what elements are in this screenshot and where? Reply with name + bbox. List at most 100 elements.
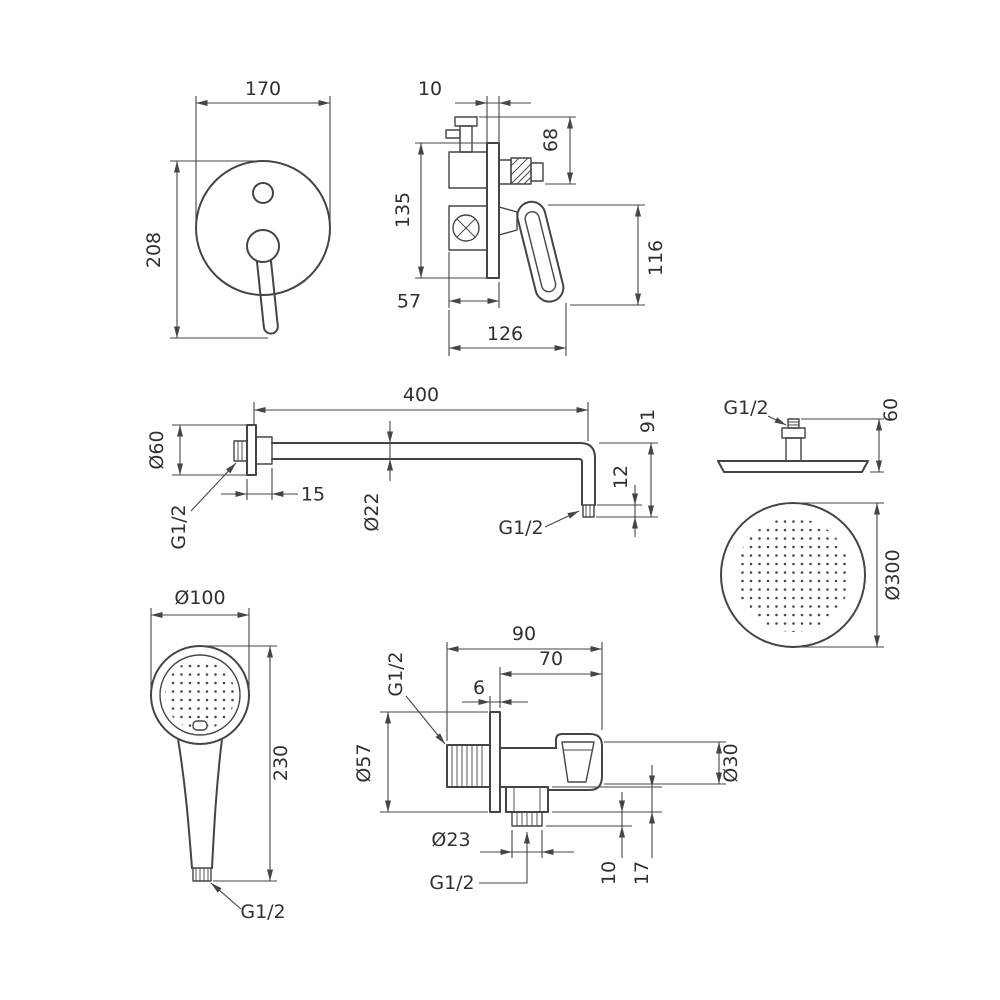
outlet-length-label: 10 bbox=[598, 861, 620, 885]
handle-thread bbox=[192, 867, 212, 882]
arm-thread-lines bbox=[585, 505, 591, 517]
view-mixer-front: 170 208 bbox=[143, 78, 331, 339]
dim-mixer-width bbox=[195, 96, 331, 222]
handle-thread-lines bbox=[195, 868, 209, 881]
head-diameter-label: Ø300 bbox=[882, 549, 904, 600]
arm-drop-label: 91 bbox=[637, 409, 659, 433]
dim-outlet-diameter bbox=[480, 830, 574, 858]
dim-body-depth bbox=[448, 252, 500, 308]
dim-hand-length bbox=[206, 645, 277, 882]
head-thread-leader bbox=[767, 415, 787, 426]
dim-head-height bbox=[801, 418, 884, 473]
elbow-outlet-thread-label: G1/2 bbox=[429, 872, 474, 894]
body-width-label: 70 bbox=[539, 648, 563, 670]
hand-shower-nozzles bbox=[165, 660, 235, 730]
dim-plate-thickness bbox=[462, 696, 528, 712]
body-depth-label: 57 bbox=[397, 291, 421, 313]
total-width-label: 90 bbox=[512, 623, 536, 645]
nut-facets bbox=[513, 787, 541, 812]
head-disc bbox=[717, 460, 869, 473]
dim-plate-thickness bbox=[455, 96, 531, 143]
cartridge bbox=[452, 214, 480, 242]
inlet-thread-leader bbox=[405, 695, 446, 745]
head-thread-lines bbox=[788, 421, 799, 426]
pipe-diameter-label: Ø22 bbox=[361, 492, 383, 531]
top-outlet-pipe bbox=[498, 159, 512, 185]
inlet-pipe bbox=[446, 744, 491, 788]
dim-outlet-length bbox=[546, 792, 662, 858]
outlet-thread-leader bbox=[479, 832, 530, 884]
valve-housing bbox=[448, 151, 488, 189]
dim-head-diameter bbox=[793, 502, 884, 648]
valve-pin bbox=[445, 129, 461, 139]
view-mixer-side: 10 68 135 116 57 126 bbox=[392, 78, 667, 356]
arm-length-label: 400 bbox=[403, 384, 439, 406]
hand-thread-leader bbox=[210, 882, 242, 910]
wall-plate bbox=[486, 142, 500, 279]
dim-body-height bbox=[415, 142, 487, 279]
view-wall-elbow: 90 70 6 G1/2 Ø57 Ø30 Ø23 bbox=[353, 623, 742, 894]
dim-nut-height bbox=[552, 765, 662, 858]
plate-diameter-label: Ø57 bbox=[353, 743, 375, 782]
mixer-height-label: 208 bbox=[143, 232, 165, 268]
hand-length-label: 230 bbox=[270, 745, 292, 781]
view-hand-shower: Ø100 230 G1/2 bbox=[150, 587, 292, 923]
hand-head-diameter-label: Ø100 bbox=[174, 587, 225, 609]
handle-height-label: 116 bbox=[645, 240, 667, 276]
handle-right-edge bbox=[211, 738, 223, 869]
wall-thread-leader bbox=[190, 462, 237, 512]
dim-flange-diameter bbox=[172, 424, 247, 476]
dim-flange-depth bbox=[221, 468, 298, 500]
outlet-thread-label: G1/2 bbox=[498, 517, 543, 539]
dim-arm-length bbox=[253, 402, 589, 441]
elbow-plate bbox=[489, 711, 501, 813]
top-outlet-end bbox=[530, 162, 544, 182]
elbow-plate-thickness-label: 6 bbox=[473, 677, 485, 699]
wall-thread-label: G1/2 bbox=[168, 504, 190, 549]
dim-thread-length bbox=[597, 485, 642, 537]
dim-plate-diameter bbox=[380, 711, 488, 813]
head-nut bbox=[781, 427, 806, 439]
arm-end-thread bbox=[582, 504, 595, 518]
cartridge-cross bbox=[456, 218, 476, 238]
body-height-label: 135 bbox=[392, 192, 414, 228]
outlet-thread-leader bbox=[544, 510, 580, 528]
spray-mode-button bbox=[192, 720, 208, 731]
head-thread-label: G1/2 bbox=[723, 397, 768, 419]
valve-stem bbox=[459, 125, 473, 153]
handle-left-edge bbox=[177, 738, 193, 869]
dim-arm-drop bbox=[596, 442, 658, 518]
flange-depth-label: 15 bbox=[301, 484, 325, 506]
mixer-width-label: 170 bbox=[245, 78, 281, 100]
cartridge-housing bbox=[448, 205, 488, 251]
arm-pipe-bottom bbox=[271, 458, 583, 506]
dim-hand-head-diameter bbox=[150, 608, 250, 688]
view-shower-arm: 400 91 12 Ø60 G1/2 15 bbox=[146, 384, 659, 550]
loop-handle-outer bbox=[516, 200, 565, 303]
wall-thread-stub bbox=[233, 440, 248, 462]
head-height-label: 60 bbox=[880, 398, 902, 422]
arm-flange bbox=[246, 424, 257, 476]
view-head-front: Ø300 bbox=[720, 502, 904, 648]
hatch-lines bbox=[510, 157, 532, 185]
outlet-threads bbox=[516, 812, 538, 826]
inlet-thread-label: G1/2 bbox=[385, 651, 407, 696]
inlet-threads bbox=[451, 745, 483, 787]
plate-thickness-label: 10 bbox=[418, 78, 442, 100]
stub-threads bbox=[237, 441, 243, 461]
nut-height-label: 17 bbox=[631, 861, 653, 885]
dim-total-depth bbox=[448, 303, 567, 356]
hand-thread-label: G1/2 bbox=[240, 901, 285, 923]
thread-length-label: 12 bbox=[610, 465, 632, 489]
lever-hub bbox=[246, 229, 280, 263]
handle-mount bbox=[498, 206, 518, 236]
mixer-lever bbox=[255, 250, 279, 335]
top-offset-label: 68 bbox=[540, 128, 562, 152]
head-thread-stub bbox=[787, 418, 800, 429]
view-head-side: G1/2 60 bbox=[717, 397, 902, 473]
mixer-plate bbox=[195, 160, 331, 296]
hand-shower-head bbox=[150, 645, 250, 745]
holder-diameter-label: Ø30 bbox=[720, 743, 742, 782]
hand-shower-face bbox=[159, 654, 241, 736]
